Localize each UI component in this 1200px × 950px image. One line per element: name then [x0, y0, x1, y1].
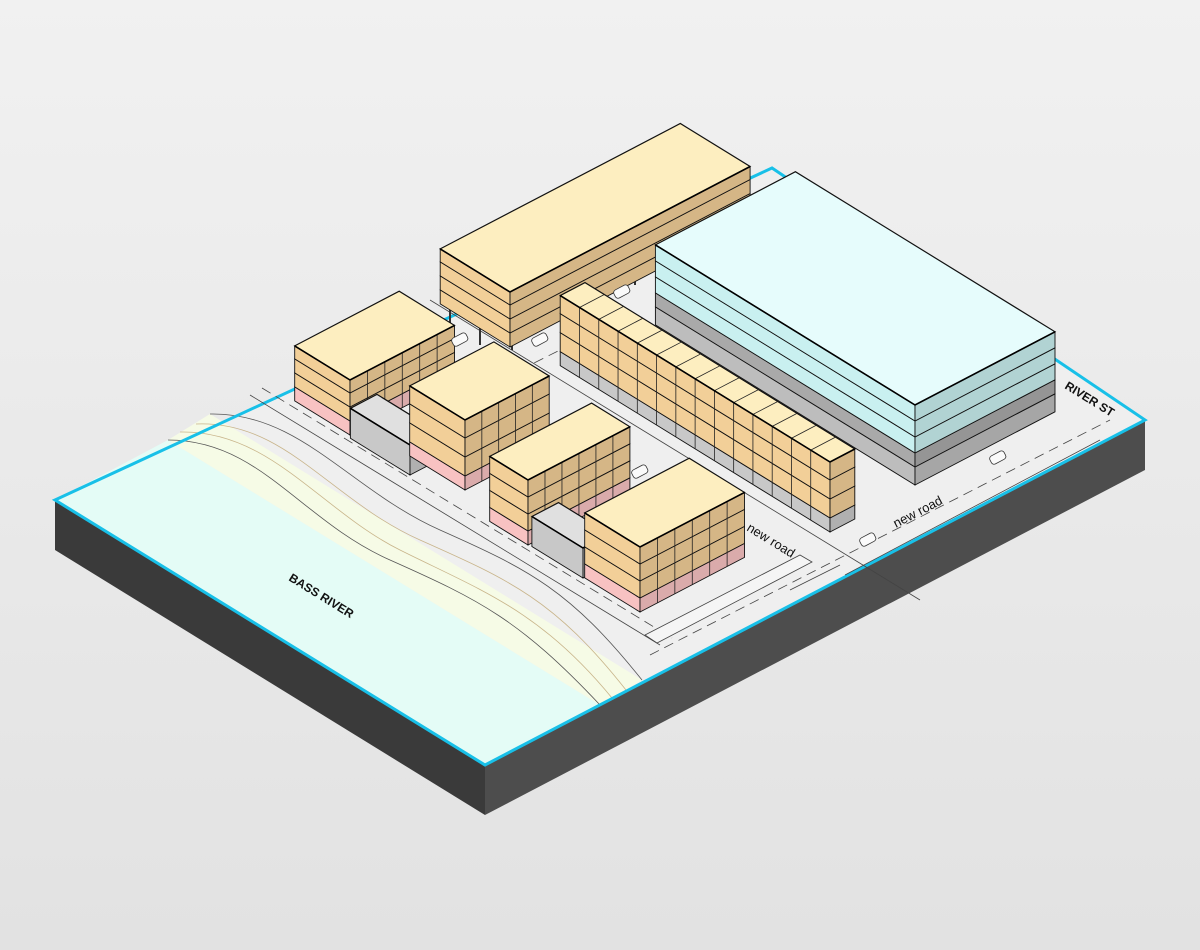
- townhouse-block-4-outline: [584, 491, 745, 548]
- car-icon: [531, 332, 549, 347]
- townhouse-block-4: [583, 457, 746, 613]
- roof-divider: [579, 294, 605, 308]
- roof-divider: [637, 329, 663, 344]
- car-icon: [989, 450, 1007, 465]
- townhouse-block-3-outline: [489, 426, 631, 481]
- road-edge: [844, 439, 1101, 576]
- elevated-residential-block-outline: [439, 165, 751, 293]
- river: [55, 440, 600, 765]
- contour-line: [209, 413, 643, 681]
- roof-divider: [714, 377, 740, 392]
- buildings: [293, 122, 1057, 613]
- contour-line: [195, 423, 627, 691]
- road-edge: [649, 419, 1111, 656]
- base-side-left: [55, 500, 485, 815]
- car-icon: [859, 532, 877, 547]
- roof-divider: [656, 341, 682, 356]
- office-building-outline: [654, 244, 1056, 406]
- contour-line: [167, 439, 601, 706]
- base-side-right: [485, 420, 1145, 815]
- roof-divider: [752, 401, 778, 415]
- roof-divider: [810, 436, 836, 451]
- townhouse-block-2: [408, 341, 551, 491]
- roof-divider: [694, 365, 721, 380]
- car-icon: [613, 284, 631, 299]
- roof-divider: [598, 306, 624, 320]
- sidewalk: [644, 554, 813, 644]
- roof-divider: [791, 424, 817, 439]
- townhouse-block-1-outline: [294, 324, 455, 381]
- office-building: [654, 171, 1057, 486]
- road-edge: [249, 394, 661, 646]
- road-edge: [789, 564, 841, 591]
- roof-divider: [675, 353, 701, 368]
- cars: [451, 284, 1007, 547]
- roof-divider: [617, 317, 644, 332]
- townhouse-row-long-outline: [559, 294, 856, 463]
- roof-divider: [733, 389, 759, 403]
- road-edge: [261, 387, 673, 639]
- townhouse-row-long: [558, 281, 857, 533]
- riverbank: [168, 414, 642, 705]
- car-icon: [451, 332, 469, 347]
- townhouse-block-2-outline: [409, 375, 550, 421]
- car-icon: [631, 464, 649, 479]
- contour-line: [179, 431, 613, 699]
- roof-divider: [772, 413, 798, 427]
